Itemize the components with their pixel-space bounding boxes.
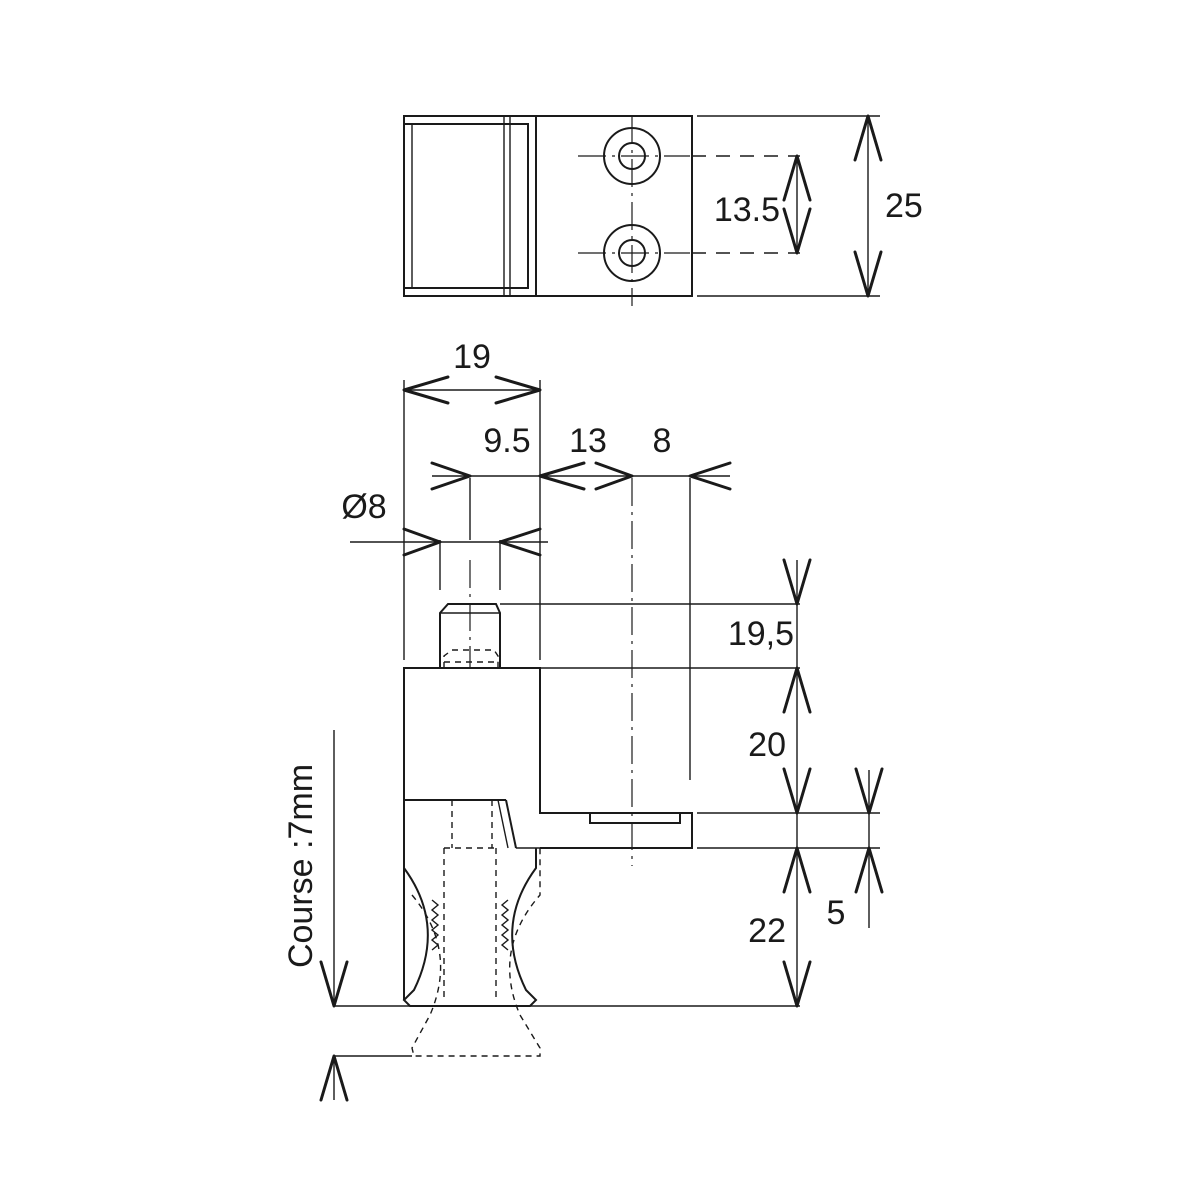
dim-slot-width: 8 bbox=[653, 422, 672, 460]
dim-body-height: 20 bbox=[748, 726, 786, 764]
dim-stroke: Course :7mm bbox=[282, 764, 320, 968]
dim-overall-width: 19 bbox=[453, 338, 491, 376]
knob-lowered bbox=[411, 848, 541, 1057]
front-view: 19 9.5 13 8 Ø8 19,5 20 22 5 bbox=[282, 338, 884, 1102]
knob bbox=[402, 800, 538, 1007]
dim-pin-diameter: Ø8 bbox=[341, 488, 386, 526]
top-view: 13.5 25 bbox=[403, 114, 923, 306]
dim-hole-spacing: 13.5 bbox=[714, 191, 780, 229]
pin bbox=[439, 560, 501, 668]
dim-gap: 13 bbox=[569, 422, 607, 460]
top-view-outline bbox=[403, 115, 693, 297]
dim-plate-thickness: 5 bbox=[827, 894, 846, 932]
dim-pin-offset: 9.5 bbox=[483, 422, 530, 460]
top-view-inner-block bbox=[403, 123, 529, 289]
dim-top-width: 25 bbox=[885, 187, 923, 225]
dim-pin-height: 19,5 bbox=[728, 615, 794, 653]
dim-knob-height: 22 bbox=[748, 912, 786, 950]
body-outline bbox=[403, 667, 693, 1000]
